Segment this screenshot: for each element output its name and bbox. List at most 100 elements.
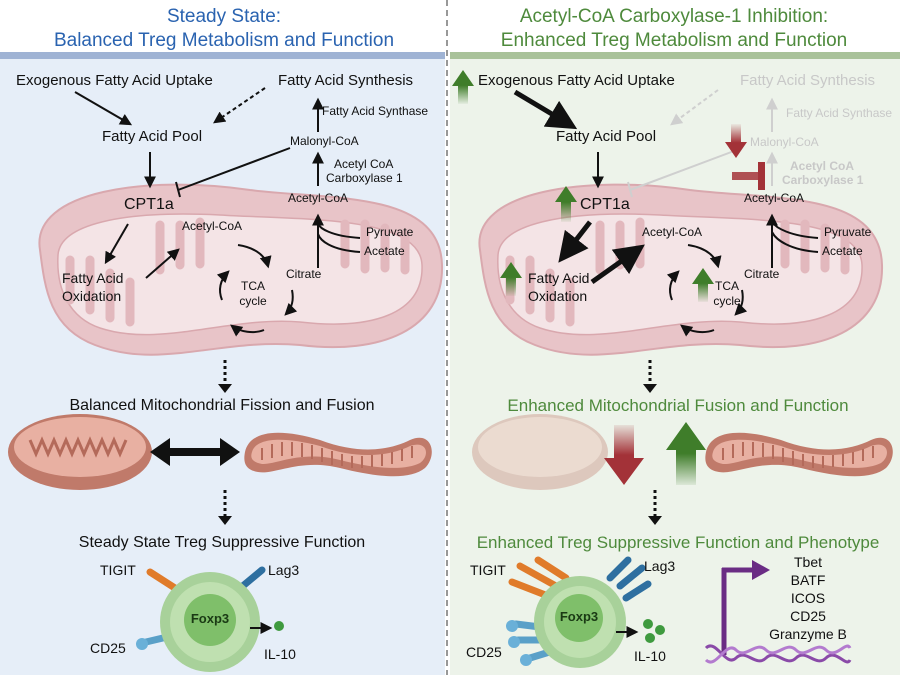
right-foxp3-label: Foxp3 xyxy=(559,609,599,624)
left-acc-line1: Acetyl CoA xyxy=(334,157,394,171)
right-pyruvate-label: Pyruvate xyxy=(824,225,872,239)
right-treg-cell xyxy=(506,556,665,668)
left-cpt1a-label: CPT1a xyxy=(124,196,174,213)
right-cpt1a-label: CPT1a xyxy=(580,196,630,213)
right-fao-line1: Fatty Acid xyxy=(528,270,590,286)
gene-granzyme-b: Granzyme B xyxy=(769,626,847,642)
up-arrow-fusion xyxy=(666,422,706,485)
left-dotted-arrow-1 xyxy=(218,360,232,393)
dna-helix xyxy=(704,644,852,664)
right-faded-fission-mitochondrion xyxy=(472,414,608,490)
inhibition-malonyl-cpt1a xyxy=(177,147,291,191)
left-dotted-arrow-2 xyxy=(218,490,232,525)
left-fao-line1: Fatty Acid xyxy=(62,270,124,286)
left-title-line2: Balanced Treg Metabolism and Function xyxy=(53,30,395,51)
right-title-bar xyxy=(450,52,900,59)
down-arrow-malonyl xyxy=(725,124,747,158)
right-acc-line2: Carboxylase 1 xyxy=(782,173,864,187)
up-arrow-fao xyxy=(500,262,522,296)
right-fa-pool-label: Fatty Acid Pool xyxy=(556,128,657,145)
right-acc-line1: Acetyl CoA xyxy=(790,159,855,173)
left-treg-cell xyxy=(136,566,284,672)
right-tigit-label: TIGIT xyxy=(470,562,506,578)
left-exogenous-label: Exogenous Fatty Acid Uptake xyxy=(16,72,213,89)
right-fusion-title: Enhanced Mitochondrial Fusion and Functi… xyxy=(507,396,849,415)
left-function-title: Steady State Treg Suppressive Function xyxy=(78,534,366,551)
left-title-bar xyxy=(0,52,445,59)
left-acetate-label: Acetate xyxy=(364,244,405,258)
right-citrate-label: Citrate xyxy=(744,267,780,281)
left-acc-line2: Carboxylase 1 xyxy=(326,171,403,185)
left-lag3-label: Lag3 xyxy=(268,562,300,578)
left-malonyl-label: Malonyl-CoA xyxy=(290,134,359,148)
arrow-cpt1a-fao xyxy=(104,223,129,265)
right-arrow-uptake-pool xyxy=(513,89,578,130)
inhibitor-acc1 xyxy=(732,162,765,190)
left-fao-line2: Oxidation xyxy=(62,288,122,304)
right-dotted-arrow-2 xyxy=(648,490,662,525)
left-tca-cycle xyxy=(216,244,298,337)
left-pyruvate-label: Pyruvate xyxy=(366,225,414,239)
right-arrow-synthesis-pool xyxy=(670,89,719,126)
right-mitochondrion xyxy=(478,183,884,356)
left-foxp3-label: Foxp3 xyxy=(190,611,230,626)
right-tca-line1: TCA xyxy=(715,279,739,293)
arrow-acetate xyxy=(317,233,361,253)
arrow-pyruvate xyxy=(317,223,361,239)
right-function-title: Enhanced Treg Suppressive Function and P… xyxy=(476,533,880,552)
up-arrow-cpt1a xyxy=(555,186,577,222)
right-fao-line2: Oxidation xyxy=(528,288,588,304)
right-fa-synthesis-label: Fatty Acid Synthesis xyxy=(740,72,876,89)
left-acetyl-top-label: Acetyl-CoA xyxy=(288,191,349,205)
left-title-line1: Steady State: xyxy=(166,6,282,27)
right-inhibition-malonyl-cpt1a xyxy=(629,147,743,191)
right-acetyl-top-label: Acetyl-CoA xyxy=(744,191,805,205)
right-dotted-arrow-1 xyxy=(643,360,657,393)
promoter-arrow xyxy=(721,560,770,655)
left-tigit-label: TIGIT xyxy=(100,562,136,578)
gene-tbet: Tbet xyxy=(793,554,823,570)
right-fusion-mitochondrion xyxy=(705,432,893,477)
right-arrow-fao-acetyl xyxy=(590,244,645,285)
left-cd25-label: CD25 xyxy=(90,640,126,656)
gene-batf: BATF xyxy=(790,572,826,588)
right-il10-label: IL-10 xyxy=(634,648,666,664)
fission-fusion-double-arrow xyxy=(150,438,240,466)
right-acetate-label: Acetate xyxy=(822,244,863,258)
up-arrow-tca xyxy=(692,268,714,302)
left-fusion-mitochondrion xyxy=(244,432,432,477)
il10-granule xyxy=(274,621,284,631)
right-exogenous-label: Exogenous Fatty Acid Uptake xyxy=(478,72,675,89)
left-fa-pool-label: Fatty Acid Pool xyxy=(102,128,203,145)
down-arrow-fission xyxy=(604,425,644,485)
left-mitochondrion xyxy=(38,183,444,356)
left-acetyl-in-label: Acetyl-CoA xyxy=(182,219,243,233)
right-title-line2: Enhanced Treg Metabolism and Function xyxy=(500,30,848,51)
arrow-synthesis-pool xyxy=(213,87,266,124)
left-citrate-label: Citrate xyxy=(286,267,322,281)
left-tca-line1: TCA xyxy=(241,279,265,293)
right-malonyl-label: Malonyl-CoA xyxy=(750,135,819,149)
arrow-fao-acetyl xyxy=(145,248,180,279)
left-fa-synthase-label: Fatty Acid Synthase xyxy=(322,104,429,118)
right-arrow-cpt1a-fao xyxy=(558,220,592,263)
right-tca-cycle xyxy=(666,244,748,337)
left-il10-label: IL-10 xyxy=(264,646,296,662)
arrow-uptake-pool xyxy=(74,91,133,126)
right-tca-line2: cycle xyxy=(713,294,741,308)
left-fission-mitochondrion xyxy=(8,414,152,490)
left-fission-title: Balanced Mitochondrial Fission and Fusio… xyxy=(69,397,375,414)
right-fa-synthase-label: Fatty Acid Synthase xyxy=(786,106,893,120)
gene-icos: ICOS xyxy=(790,590,826,606)
left-fa-synthesis-label: Fatty Acid Synthesis xyxy=(278,72,414,89)
left-tca-line2: cycle xyxy=(239,294,267,308)
right-acetyl-in-label: Acetyl-CoA xyxy=(642,225,703,239)
gene-cd25: CD25 xyxy=(790,608,826,624)
up-arrow-uptake xyxy=(452,70,474,104)
tigit-receptor xyxy=(146,568,182,594)
right-cd25-label: CD25 xyxy=(466,644,502,660)
right-lag3-label: Lag3 xyxy=(644,558,676,574)
right-title-line1: Acetyl-CoA Carboxylase-1 Inhibition: xyxy=(519,6,829,27)
